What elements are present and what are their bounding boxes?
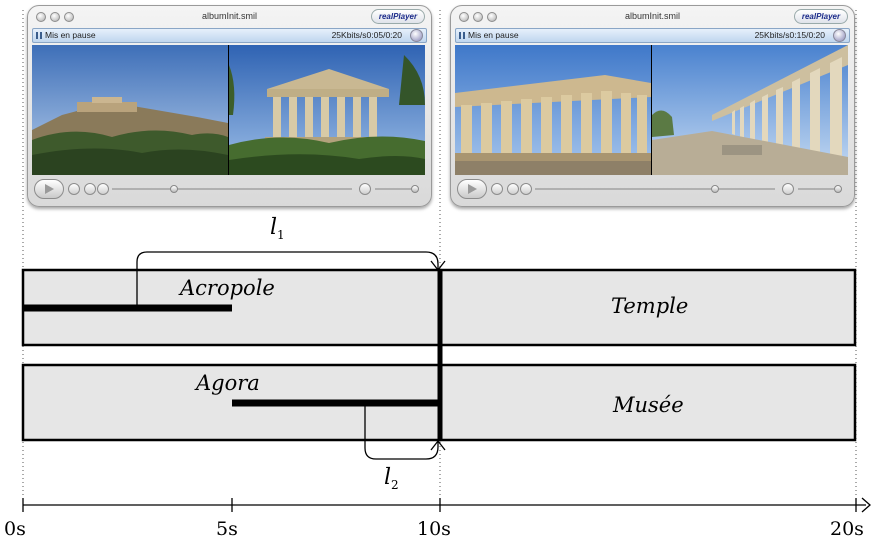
play-button[interactable] (457, 179, 487, 199)
playback-controls (32, 176, 427, 202)
realplayer-logo: realPlayer (794, 9, 848, 24)
playback-status: Mis en pause (468, 30, 519, 40)
player-titlebar: albumInit.smil realPlayer (451, 6, 854, 26)
close-window-button[interactable] (459, 12, 469, 22)
mute-button[interactable] (782, 183, 794, 195)
link-l1-label: l1 (270, 215, 285, 242)
seek-bar[interactable] (535, 188, 775, 190)
tick-label-5s: 5s (216, 518, 238, 540)
close-window-button[interactable] (36, 12, 46, 22)
bitrate-time-readout: 25Kbits/s0:15/0:20 (754, 30, 825, 40)
audio-icon[interactable] (833, 29, 846, 42)
volume-slider[interactable] (798, 188, 840, 190)
fast-forward-button[interactable] (520, 183, 532, 195)
bitrate-time-readout: 25Kbits/s0:05/0:20 (331, 30, 402, 40)
stoa-colonnade-photo (652, 45, 848, 175)
playback-status: Mis en pause (45, 30, 96, 40)
player-window-right: albumInit.smil realPlayer Mis en pause 2… (450, 5, 855, 207)
seek-handle[interactable] (170, 185, 178, 193)
volume-slider[interactable] (375, 188, 417, 190)
seek-bar[interactable] (112, 188, 352, 190)
musee-label: Musée (613, 393, 684, 417)
link-l2-label: l2 (384, 465, 399, 492)
stop-button[interactable] (68, 183, 80, 195)
realplayer-logo: realPlayer (371, 9, 425, 24)
window-title: albumInit.smil (624, 11, 680, 21)
playback-controls (455, 176, 850, 202)
parthenon-photo (455, 45, 651, 175)
pause-icon (36, 32, 42, 39)
rewind-button[interactable] (84, 183, 96, 195)
volume-handle[interactable] (834, 185, 842, 193)
hephaestus-temple-photo (229, 45, 425, 175)
volume-handle[interactable] (411, 185, 419, 193)
rewind-button[interactable] (507, 183, 519, 195)
play-button[interactable] (34, 179, 64, 199)
status-bar: Mis en pause 25Kbits/s0:15/0:20 (455, 28, 850, 43)
mute-button[interactable] (359, 183, 371, 195)
acropole-label: Acropole (180, 276, 275, 300)
agora-label: Agora (196, 371, 260, 395)
player-window-left: albumInit.smil realPlayer Mis en pause 2… (27, 5, 432, 207)
time-axis-arrowhead (861, 497, 871, 513)
minimize-window-button[interactable] (50, 12, 60, 22)
seek-handle[interactable] (711, 185, 719, 193)
window-title: albumInit.smil (201, 11, 257, 21)
stop-button[interactable] (491, 183, 503, 195)
temple-label: Temple (611, 294, 689, 318)
pause-icon (459, 32, 465, 39)
link-l2-arrow (364, 406, 439, 460)
tick-label-0s: 0s (4, 518, 26, 540)
link-l2-arrowhead (430, 439, 446, 451)
axis-ticks (22, 498, 857, 512)
tick-label-20s: 20s (830, 518, 864, 540)
fast-forward-button[interactable] (97, 183, 109, 195)
status-bar: Mis en pause 25Kbits/s0:05/0:20 (32, 28, 427, 43)
video-area (32, 45, 425, 175)
video-area (455, 45, 848, 175)
player-titlebar: albumInit.smil realPlayer (28, 6, 431, 26)
zoom-window-button[interactable] (64, 12, 74, 22)
acropolis-hill-photo (32, 45, 228, 175)
link-l1-arrowhead (430, 260, 446, 272)
audio-icon[interactable] (410, 29, 423, 42)
tick-label-10s: 10s (417, 518, 451, 540)
zoom-window-button[interactable] (487, 12, 497, 22)
minimize-window-button[interactable] (473, 12, 483, 22)
